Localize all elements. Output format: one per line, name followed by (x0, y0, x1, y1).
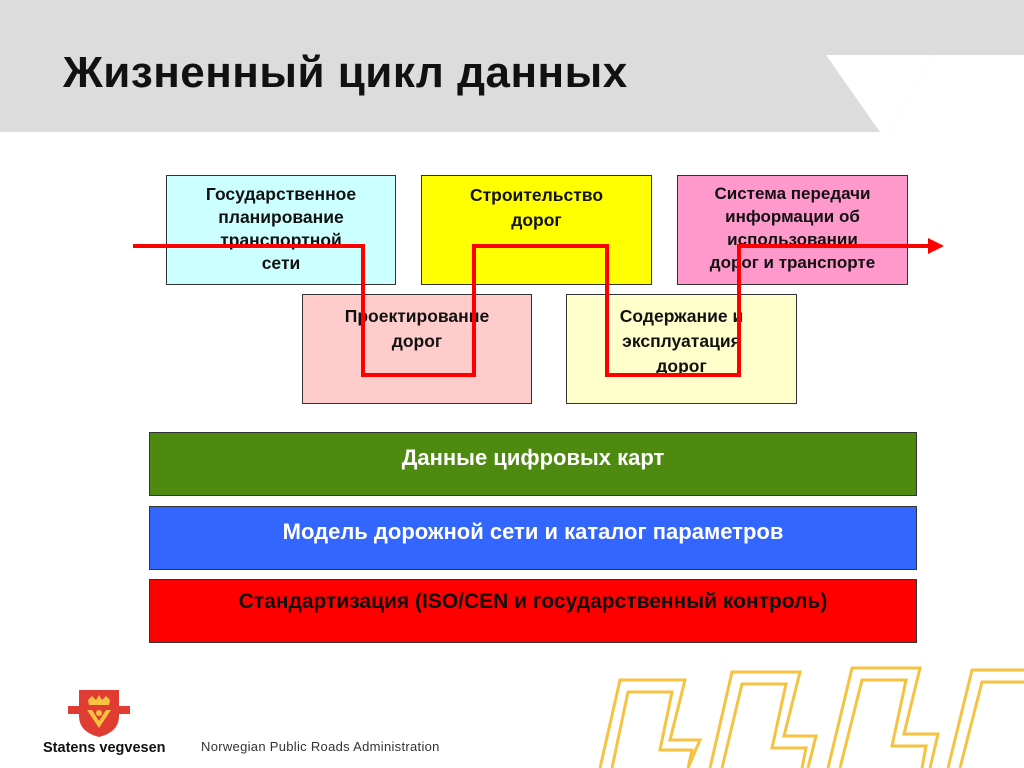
statens-vegvesen-logo (68, 690, 130, 737)
design-box: Проектирование дорог (302, 294, 532, 404)
planning-label: Государственное планирование транспортно… (205, 184, 357, 273)
road-network-model-bar: Модель дорожной сети и каталог параметро… (149, 506, 917, 570)
digital-maps-bar: Данные цифровых карт (149, 432, 917, 496)
construction-box: Строительство дорог (421, 175, 652, 285)
maintenance-box: Содержание и эксплуатация дорог (566, 294, 797, 404)
construction-label: Строительство дорог (469, 185, 604, 230)
organization-name: Norwegian Public Roads Administration (201, 739, 440, 754)
information-system-label: Система передачи информации об использов… (709, 184, 876, 272)
road-network-model-label: Модель дорожной сети и каталог параметро… (282, 519, 784, 544)
information-system-box: Система передачи информации об использов… (677, 175, 908, 285)
digital-maps-label: Данные цифровых карт (401, 445, 665, 470)
planning-box: Государственное планирование транспортно… (166, 175, 396, 285)
standardization-bar: Стандартизация (ISO/CEN и государственны… (149, 579, 917, 643)
maintenance-label: Содержание и эксплуатация дорог (619, 306, 744, 376)
slide-title: Жизненный цикл данных (63, 48, 628, 97)
title-band (0, 0, 1024, 132)
standardization-label: Стандартизация (ISO/CEN и государственны… (238, 590, 828, 613)
decorative-pattern (598, 666, 1024, 768)
brand-name: Statens vegvesen (43, 740, 166, 756)
design-label: Проектирование дорог (344, 306, 490, 351)
